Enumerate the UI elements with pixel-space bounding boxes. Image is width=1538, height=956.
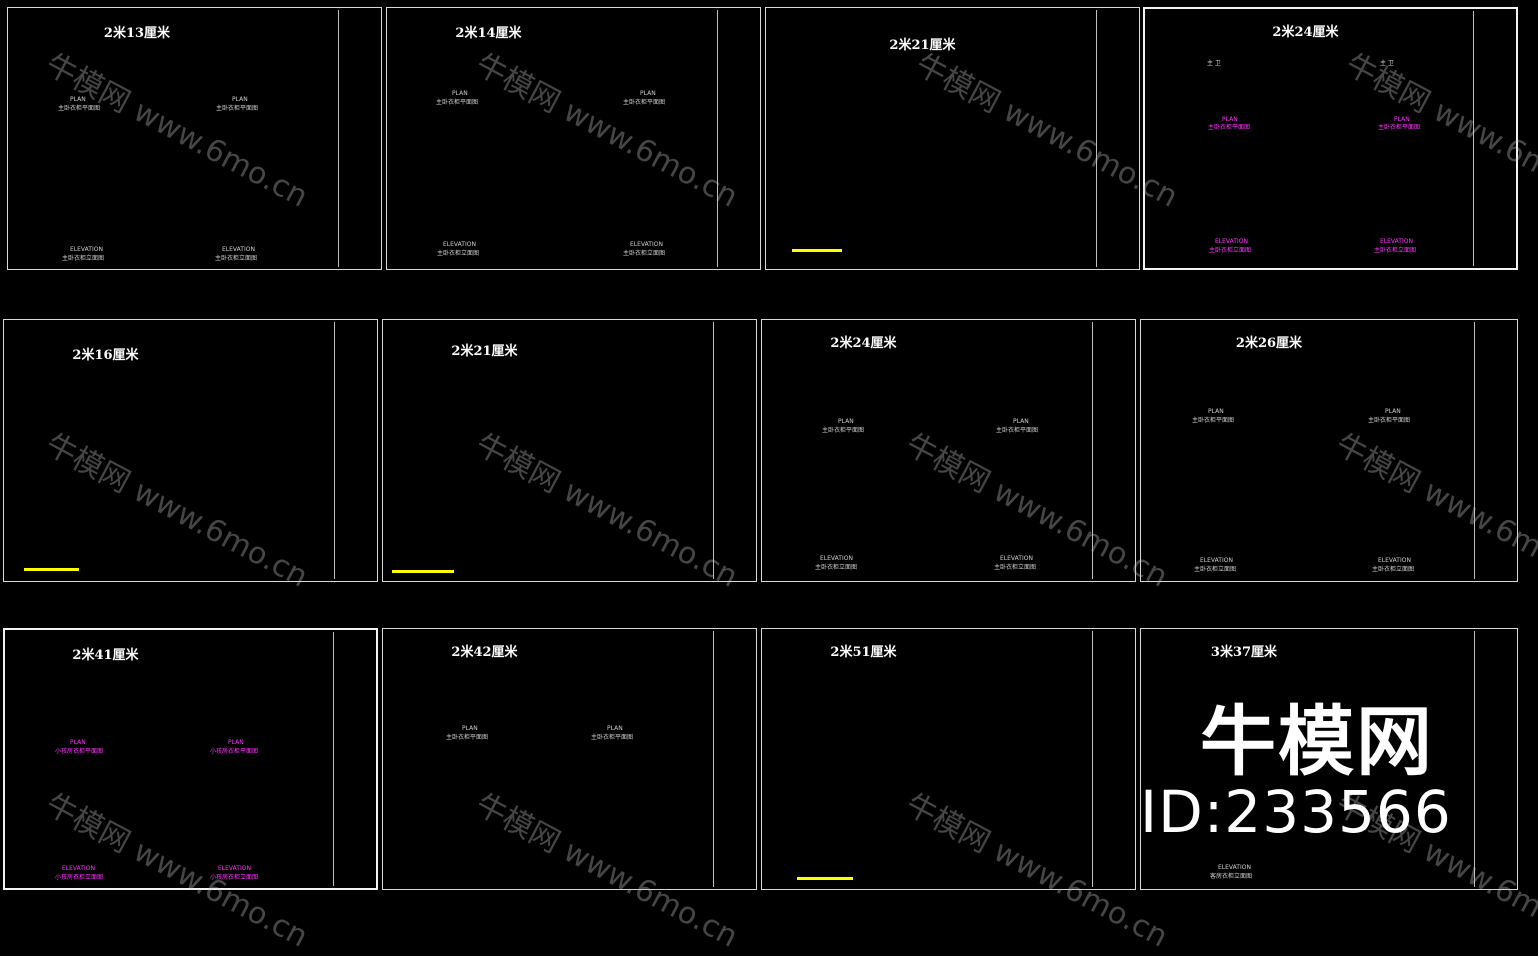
plan-caption: 主卧衣柜平面图 xyxy=(591,734,634,741)
sheet-title: 2米14厘米 xyxy=(455,26,522,41)
drawing-sheet-10[interactable]: 2米42厘米 xyxy=(382,628,757,890)
scale-legend-bar xyxy=(392,570,454,573)
title-block xyxy=(713,322,754,579)
plan-caption: 主卧衣柜平面图 xyxy=(996,427,1039,434)
title-block xyxy=(1474,322,1515,579)
title-block xyxy=(717,10,758,267)
plan-caption: 主卧衣柜平面图 xyxy=(1378,124,1421,131)
elevation-label: ELEVATION xyxy=(1200,557,1233,564)
sheet-title: 2米13厘米 xyxy=(103,26,171,41)
plan-caption: 主卧衣柜平面图 xyxy=(446,734,489,741)
drawing-sheet-12[interactable]: 3米37厘米 xyxy=(1140,628,1518,890)
bath-label: 主 卫 xyxy=(1207,60,1221,67)
elevation-label: ELEVATION xyxy=(1218,864,1251,871)
drawing-sheet-11[interactable]: 2米51厘米 xyxy=(761,628,1136,890)
elevation-label: ELEVATION xyxy=(62,865,95,872)
plan-label: PLAN xyxy=(232,96,248,103)
title-block xyxy=(1092,322,1133,579)
plan-label: PLAN xyxy=(607,725,623,732)
sheet-title: 2米51厘米 xyxy=(830,645,897,660)
sheet-title: 2米21厘米 xyxy=(451,344,518,359)
plan-caption: 主卧衣柜平面图 xyxy=(1208,124,1251,131)
title-block xyxy=(1474,631,1515,887)
scale-legend-bar xyxy=(24,568,79,571)
elevation-caption: 主卧衣柜立面图 xyxy=(623,250,666,257)
drawing-sheet-2[interactable]: 2米14厘米 xyxy=(386,7,761,270)
elevation-caption: 主卧衣柜立面图 xyxy=(815,564,858,571)
plan-label: PLAN xyxy=(1208,408,1224,415)
sheet-title: 2米26厘米 xyxy=(1235,336,1303,351)
drawing-sheet-8[interactable]: 2米26厘米 xyxy=(1140,319,1518,582)
elevation-caption: 主卧衣柜立面图 xyxy=(437,250,480,257)
elevation-caption: 主卧衣柜立面图 xyxy=(1374,247,1417,254)
elevation-label: ELEVATION xyxy=(70,246,103,253)
scale-legend-bar xyxy=(797,877,853,880)
drawing-sheet-3[interactable]: 2米21厘米 xyxy=(765,7,1140,270)
sheet-title: 2米41厘米 xyxy=(72,648,139,663)
bath-label: 主 卫 xyxy=(1380,60,1394,67)
title-block xyxy=(1092,631,1133,887)
elevation-caption: 主卧衣柜立面图 xyxy=(994,564,1037,571)
elevation-caption: 主卧衣柜立面图 xyxy=(1194,566,1237,573)
title-block xyxy=(1473,11,1514,266)
plan-label: PLAN xyxy=(1394,116,1410,123)
plan-label: PLAN xyxy=(1013,418,1029,425)
plan-caption: 主卧衣柜平面图 xyxy=(1192,417,1235,424)
watermark-brand: 牛模网 xyxy=(1200,697,1434,786)
plan-caption: 小孩房衣柜平面图 xyxy=(55,748,104,755)
elevation-caption: 主卧衣柜立面图 xyxy=(215,255,258,262)
sheet-title: 2米42厘米 xyxy=(451,645,518,660)
drawing-sheet-6[interactable]: 2米21厘米 xyxy=(382,319,757,582)
title-block xyxy=(1096,10,1137,267)
elevation-label: ELEVATION xyxy=(443,241,476,248)
plan-caption: 主卧衣柜平面图 xyxy=(1368,417,1411,424)
drawing-sheet-7[interactable]: 2米24厘米 xyxy=(761,319,1136,582)
sheet-title: 2米21厘米 xyxy=(889,38,956,53)
plan-label: PLAN xyxy=(1222,116,1238,123)
elevation-label: ELEVATION xyxy=(1215,238,1248,245)
plan-caption: 主卧衣柜平面图 xyxy=(58,105,101,112)
sheet-title: 3米37厘米 xyxy=(1210,645,1278,660)
plan-label: PLAN xyxy=(70,739,86,746)
plan-label: PLAN xyxy=(70,96,86,103)
drawing-sheet-4[interactable]: 2米24厘米 xyxy=(1143,7,1518,270)
elevation-label: ELEVATION xyxy=(1380,238,1413,245)
cad-drawing-canvas: 2米13厘米 2米14厘米 2米21厘米 2米24厘米 2米16厘米 2米21厘… xyxy=(3,7,1538,955)
sheet-title: 2米24厘米 xyxy=(830,336,897,351)
plan-caption: 主卧衣柜平面图 xyxy=(822,427,865,434)
elevation-caption: 主卧衣柜立面图 xyxy=(62,255,105,262)
elevation-caption: 小孩房衣柜立面图 xyxy=(210,874,259,881)
elevation-label: ELEVATION xyxy=(1378,557,1411,564)
plan-label: PLAN xyxy=(1385,408,1401,415)
plan-caption: 主卧衣柜平面图 xyxy=(216,105,259,112)
elevation-label: ELEVATION xyxy=(218,865,251,872)
drawing-sheet-5[interactable]: 2米16厘米 xyxy=(3,319,378,582)
title-block xyxy=(713,631,754,887)
elevation-label: ELEVATION xyxy=(630,241,663,248)
plan-label: PLAN xyxy=(640,90,656,97)
scale-legend-bar xyxy=(792,249,842,252)
drawing-sheet-9[interactable]: 2米41厘米 xyxy=(3,628,378,890)
plan-caption: 主卧衣柜平面图 xyxy=(623,99,666,106)
elevation-caption: 客房衣柜立面图 xyxy=(1210,873,1253,880)
sheet-title: 2米24厘米 xyxy=(1272,25,1339,40)
elevation-caption: 主卧衣柜立面图 xyxy=(1372,566,1415,573)
plan-label: PLAN xyxy=(462,725,478,732)
elevation-label: ELEVATION xyxy=(820,555,853,562)
title-block xyxy=(333,632,374,886)
sheet-title: 2米16厘米 xyxy=(72,348,139,363)
plan-label: PLAN xyxy=(838,418,854,425)
elevation-caption: 主卧衣柜立面图 xyxy=(1209,247,1252,254)
elevation-caption: 小孩房衣柜立面图 xyxy=(55,874,104,881)
plan-label: PLAN xyxy=(452,90,468,97)
plan-caption: 小孩房衣柜平面图 xyxy=(210,748,259,755)
elevation-label: ELEVATION xyxy=(1000,555,1033,562)
drawing-sheet-1[interactable]: 2米13厘米 xyxy=(7,7,382,270)
watermark-id: ID:233566 xyxy=(1140,778,1452,846)
title-block xyxy=(338,10,379,267)
elevation-label: ELEVATION xyxy=(222,246,255,253)
plan-caption: 主卧衣柜平面图 xyxy=(436,99,479,106)
plan-label: PLAN xyxy=(228,739,244,746)
title-block xyxy=(334,322,375,579)
